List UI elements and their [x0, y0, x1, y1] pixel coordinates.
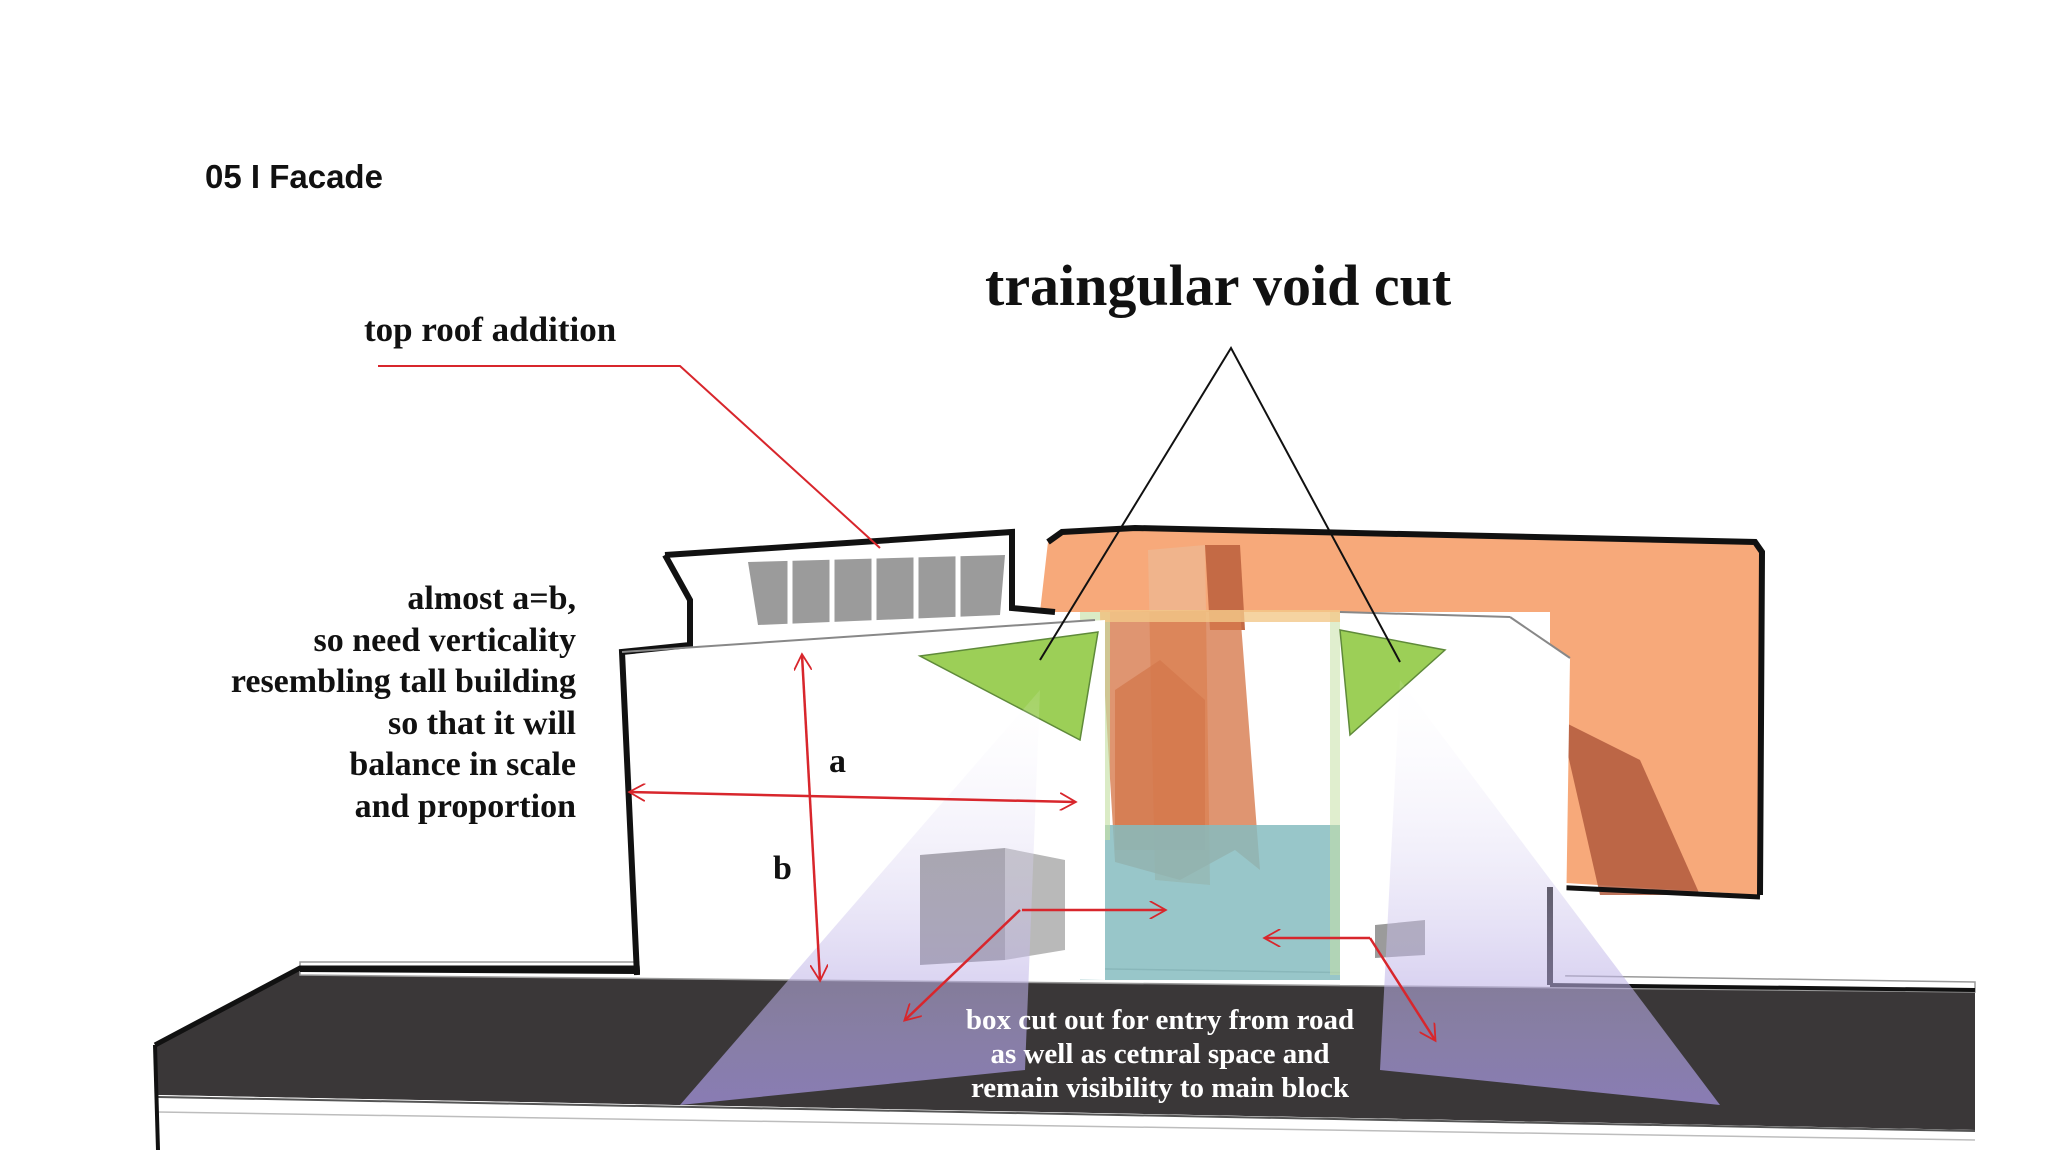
triangular-void-caption: traingular void cut: [985, 253, 1452, 318]
entry-note-line: box cut out for entry from road: [965, 1004, 1355, 1036]
central-void: [1080, 610, 1360, 980]
right-triangular-void: [1339, 629, 1447, 737]
proportion-note-line: resembling tall building: [230, 663, 576, 700]
entry-note: box cut out for entry from road as well …: [930, 1003, 1390, 1105]
roof-addition-caption: top roof addition: [364, 310, 617, 349]
proportion-note-line: balance in scale: [349, 746, 576, 783]
dimension-b-label: b: [773, 850, 792, 887]
dimension-a-label: a: [829, 743, 846, 780]
void-leader-lines: [1039, 345, 1401, 663]
proportion-note-line: so need verticality: [313, 621, 577, 659]
proportion-note-line: so that it will: [388, 704, 576, 742]
proportion-note-line: and proportion: [354, 787, 576, 825]
roof-leader-line: [378, 365, 881, 549]
dimension-a-arrow: [630, 792, 1075, 802]
dimension-b-arrow: [802, 655, 820, 980]
slide-title: 05 I Facade: [205, 158, 383, 195]
proportion-note-line: almost a=b,: [407, 580, 576, 617]
right-view-cone: [1380, 680, 1720, 1105]
entry-note-line: remain visibility to main block: [970, 1072, 1350, 1104]
proportion-note: almost a=b, so need verticality resembli…: [150, 578, 576, 827]
left-triangular-void: [917, 631, 1099, 742]
entry-note-line: as well as cetnral space and: [990, 1038, 1330, 1070]
entry-arrows: [905, 910, 1435, 1040]
